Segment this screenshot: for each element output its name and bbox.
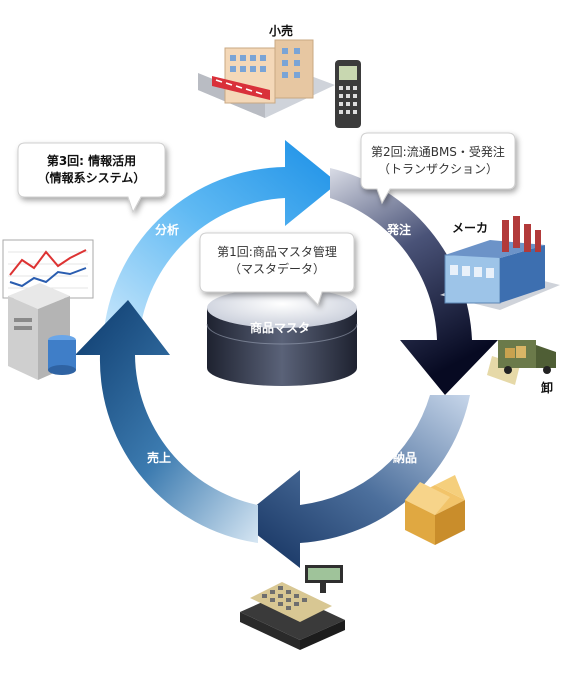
label-analysis: 分析 <box>155 223 180 237</box>
arrow-delivery <box>238 395 470 568</box>
arrow-analysis-to-retail <box>104 140 338 330</box>
cash-register-icon <box>240 565 345 650</box>
bubble-round2-text: 第2回:流通BMS・受発注 （トランザクション） <box>361 144 515 178</box>
bubble-round1 <box>199 232 355 306</box>
bubble-round1-text: 第1回:商品マスタ管理 （マスタデータ） <box>200 244 354 278</box>
arrow-sales <box>75 300 258 543</box>
bubble-round2-line2: （トランザクション） <box>377 162 498 176</box>
label-order: 発注 <box>387 223 412 237</box>
bubble-round1-line1: 第1回:商品マスタ管理 <box>217 245 337 259</box>
bubble-round3 <box>17 142 166 214</box>
bubble-round3-text: 第3回: 情報活用 （情報系システム） <box>18 153 165 187</box>
label-wholesale: 卸 <box>541 381 554 395</box>
label-retail: 小売 <box>269 24 294 38</box>
bubble-round2-line1: 第2回:流通BMS・受発注 <box>371 145 505 159</box>
retail-store-icon <box>198 39 335 118</box>
bubble-round2 <box>360 132 516 205</box>
server-icon <box>8 283 76 380</box>
truck-icon <box>487 340 556 385</box>
arrow-order <box>330 168 498 395</box>
bubble-round1-line2: （マスタデータ） <box>228 262 325 276</box>
label-sales: 売上 <box>147 451 172 465</box>
label-center-db: 商品マスタ <box>250 321 311 335</box>
bubble-round3-line2: （情報系システム） <box>37 171 146 185</box>
handheld-terminal-icon <box>335 60 361 128</box>
label-delivery: 納品 <box>393 451 418 465</box>
cardboard-box-icon <box>405 475 465 545</box>
label-maker: メーカ <box>452 221 489 235</box>
center-database <box>206 288 358 386</box>
bubble-round3-line1: 第3回: 情報活用 <box>46 154 137 168</box>
factory-icon <box>440 216 560 310</box>
